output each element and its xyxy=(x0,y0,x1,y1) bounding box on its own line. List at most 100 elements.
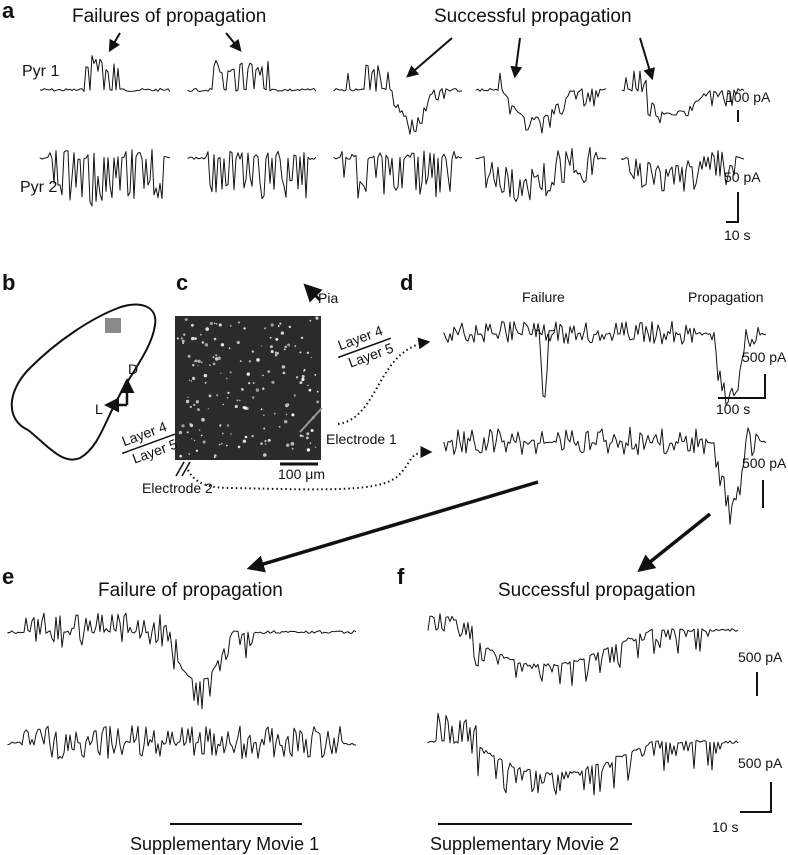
cell-dot xyxy=(200,434,203,437)
panel-f-traces xyxy=(427,613,739,796)
electrode-2-link xyxy=(187,446,433,491)
arrow-success-2 xyxy=(510,37,523,79)
cell-dot xyxy=(197,365,199,367)
cell-dot xyxy=(278,425,281,428)
cell-dot xyxy=(234,404,238,409)
cell-dot xyxy=(222,403,224,406)
layer-boundary-left xyxy=(121,433,176,455)
cell-dot xyxy=(314,446,317,449)
cell-dot xyxy=(228,347,231,350)
scale-100pA-label: 100 pA xyxy=(726,89,771,105)
dorsal-label: D xyxy=(128,361,138,377)
cell-dot xyxy=(267,370,271,373)
cell-dot xyxy=(225,444,228,447)
panel-c-letter: c xyxy=(176,270,188,295)
cell-dot xyxy=(225,377,228,380)
cell-dot xyxy=(189,423,192,426)
failure-trace-2 xyxy=(7,725,357,760)
roi-square xyxy=(105,318,121,333)
cell-dot xyxy=(248,382,251,385)
cell-dot xyxy=(299,381,303,385)
cell-dot xyxy=(283,348,286,351)
cell-dot xyxy=(255,388,260,392)
cell-dot xyxy=(252,382,255,384)
cell-dot xyxy=(300,336,304,340)
cell-dot xyxy=(290,442,295,446)
cell-dot xyxy=(274,351,278,354)
cell-dot xyxy=(212,362,216,366)
scale-d-top-label: 500 pA xyxy=(742,349,787,365)
pyr2-trace-5 xyxy=(621,150,745,192)
panel-f-title: Successful propagation xyxy=(498,580,696,601)
cell-dot xyxy=(241,388,244,391)
cell-dot xyxy=(260,442,263,445)
cell-dot xyxy=(264,440,267,443)
cell-dot xyxy=(204,343,209,347)
cell-dot xyxy=(243,327,246,330)
cell-dot xyxy=(306,351,310,354)
panel-a-title-failures: Failures of propagation xyxy=(72,6,266,27)
cell-dot xyxy=(193,403,196,406)
electrode-2-pipette xyxy=(175,461,185,477)
cell-dot xyxy=(239,360,242,362)
pyr1-trace-4 xyxy=(475,72,607,134)
scale-bar-panel-d xyxy=(718,374,766,399)
cell-dot xyxy=(316,400,320,404)
cell-dot xyxy=(188,379,191,382)
scale-f-bottom-label: 500 pA xyxy=(738,755,783,771)
scale-d-time-label: 100 s xyxy=(716,401,750,417)
scale-bar-panel-f xyxy=(740,782,772,813)
cell-dot xyxy=(236,340,240,345)
pyr1-trace-1 xyxy=(39,55,171,92)
cell-dot xyxy=(213,322,216,325)
arrow-success-3 xyxy=(639,37,655,81)
scale-bar-panel-a xyxy=(726,192,739,223)
success-trace-1 xyxy=(427,613,739,686)
cell-dot xyxy=(191,336,195,341)
cell-dot xyxy=(181,339,185,343)
cell-dot xyxy=(309,442,312,445)
cell-dot xyxy=(310,429,314,432)
cell-dot xyxy=(213,456,216,459)
cell-dot xyxy=(315,316,319,320)
cell-dot xyxy=(201,341,205,344)
cell-dot xyxy=(309,319,312,322)
electrode-1-label: Electrode 1 xyxy=(326,431,397,447)
cell-dot xyxy=(286,443,290,447)
cell-dot xyxy=(191,438,193,440)
scale-f-time-label: 10 s xyxy=(712,819,738,835)
cell-dot xyxy=(303,370,305,372)
cell-dot xyxy=(242,439,247,443)
pyr2-trace-4 xyxy=(475,146,607,202)
pyr2-trace-3 xyxy=(333,150,463,199)
cell-dot xyxy=(181,424,185,428)
cell-dot xyxy=(207,408,210,410)
cell-dot xyxy=(269,345,273,349)
panel-c: c Pia Layer 4 Layer 5 Layer 4 Layer 5 El… xyxy=(120,270,433,496)
cell-dot xyxy=(201,417,205,422)
electrode-1-pipette xyxy=(299,407,323,433)
cell-dot xyxy=(264,327,266,330)
cell-dot xyxy=(244,435,248,439)
cell-dot xyxy=(194,359,198,363)
cell-dot xyxy=(260,345,263,347)
electrode-2-trace xyxy=(443,426,767,525)
cell-dot xyxy=(187,396,189,398)
cell-dot xyxy=(185,399,190,404)
cell-dot xyxy=(195,449,198,452)
cell-dot xyxy=(308,388,312,392)
cell-dot xyxy=(178,430,183,435)
panel-d-letter: d xyxy=(400,270,413,295)
arrow-failure-2 xyxy=(225,32,242,52)
cell-dot xyxy=(263,453,267,457)
pyr2-label: Pyr 2 xyxy=(20,179,57,196)
zoom-arrow-failure xyxy=(246,480,539,573)
cell-dot xyxy=(214,357,219,361)
cell-dot xyxy=(218,323,222,327)
electrode-1-trace xyxy=(443,320,767,406)
cell-dot xyxy=(216,394,219,397)
cell-dot xyxy=(243,406,247,410)
cell-dot xyxy=(214,454,217,457)
cell-dot xyxy=(291,413,295,417)
cell-dot xyxy=(301,435,304,438)
